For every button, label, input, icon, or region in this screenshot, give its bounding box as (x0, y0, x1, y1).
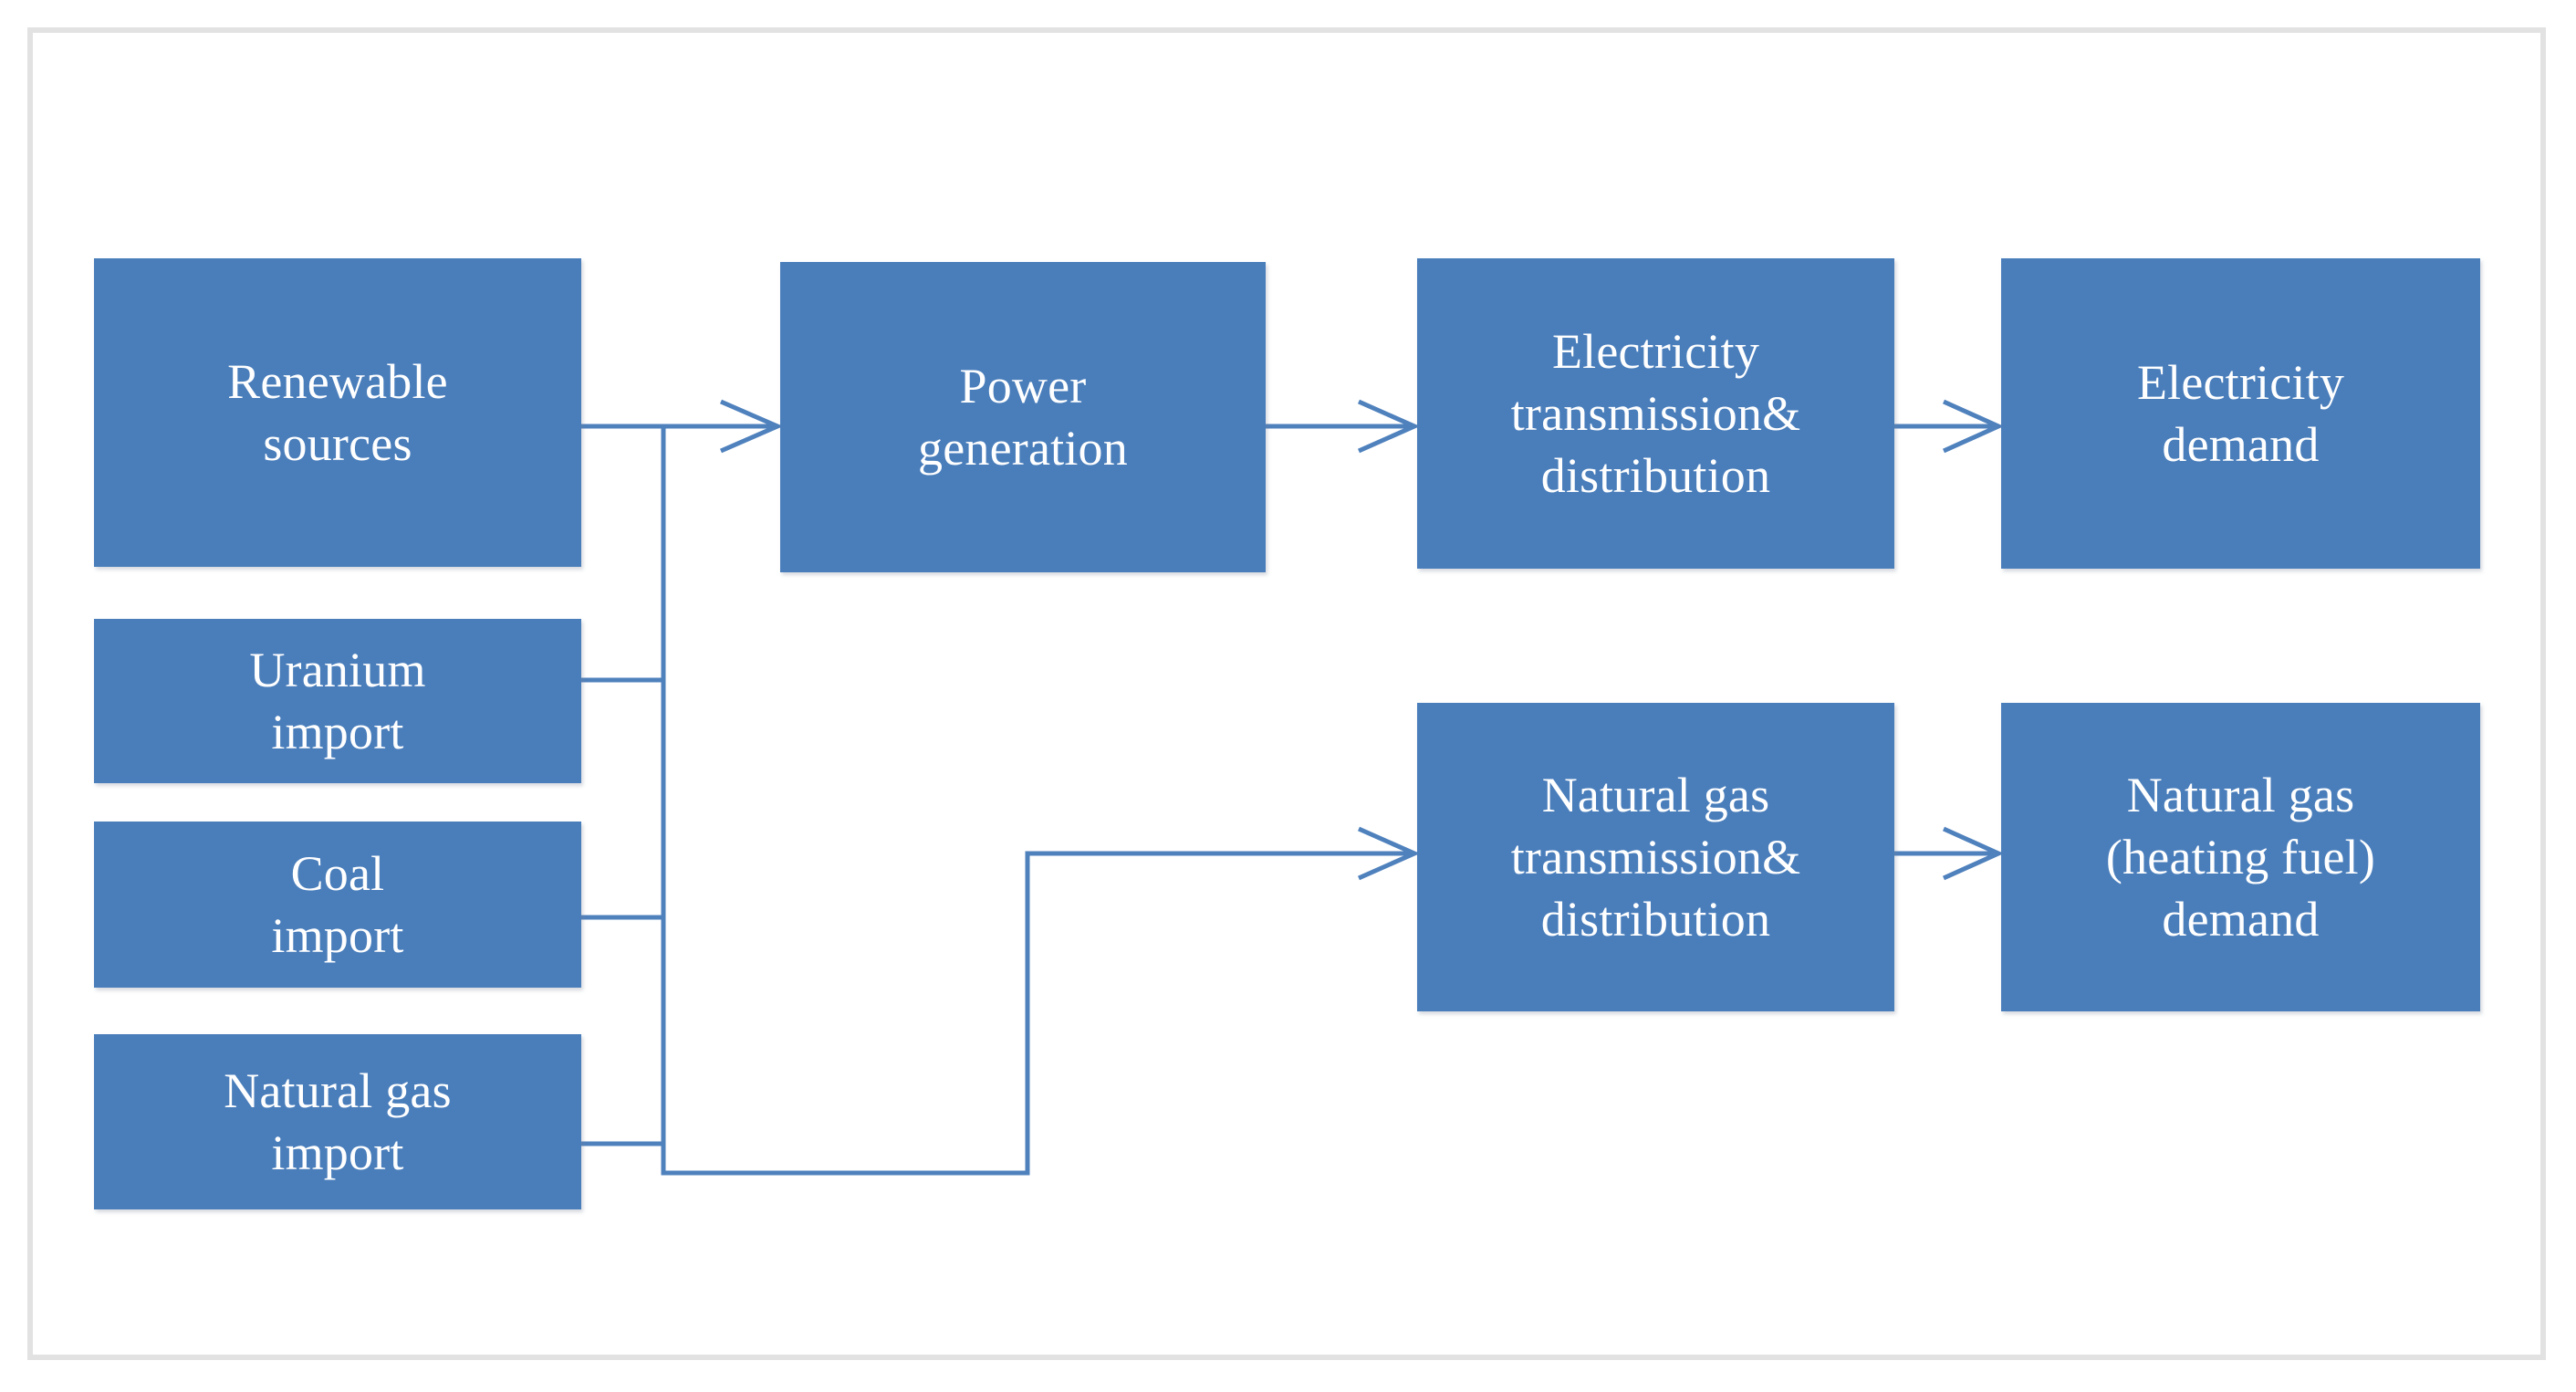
node-power-generation[interactable]: Power generation (780, 262, 1266, 572)
node-label: Electricity demand (2136, 354, 2345, 472)
node-label: Uranium import (249, 642, 426, 759)
node-natural-gas-demand[interactable]: Natural gas (heating fuel) demand (2001, 703, 2480, 1011)
node-label: Natural gas (heating fuel) demand (2105, 767, 2376, 947)
node-label: Electricity transmission& distribution (1510, 323, 1801, 504)
node-renewable-sources[interactable]: Renewable sources (94, 258, 581, 567)
node-label: Renewable sources (227, 353, 448, 471)
node-natural-gas-transmission-distribution[interactable]: Natural gas transmission& distribution (1417, 703, 1894, 1011)
node-uranium-import[interactable]: Uranium import (94, 619, 581, 783)
node-electricity-transmission-distribution[interactable]: Electricity transmission& distribution (1417, 258, 1894, 569)
node-label: Coal import (271, 845, 404, 963)
node-electricity-demand[interactable]: Electricity demand (2001, 258, 2480, 569)
node-label: Power generation (918, 358, 1128, 476)
node-natural-gas-import[interactable]: Natural gas import (94, 1034, 581, 1209)
node-label: Natural gas import (224, 1062, 452, 1180)
node-label: Natural gas transmission& distribution (1510, 767, 1801, 947)
node-coal-import[interactable]: Coal import (94, 822, 581, 988)
